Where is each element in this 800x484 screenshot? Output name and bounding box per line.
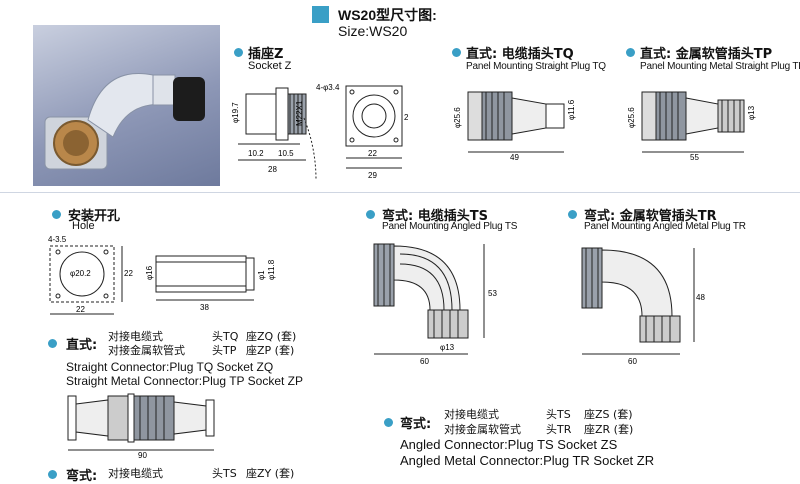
title-square-icon: [312, 6, 329, 23]
socket-dim-d6: 28: [268, 165, 277, 174]
angled-bullet-icon: [384, 418, 393, 427]
hole-dim-d2: φ20.2: [70, 269, 91, 278]
socket-title-en: Socket Z: [248, 60, 292, 72]
angled-label: 弯式:: [400, 417, 432, 432]
bottom-label: 弯式:: [66, 469, 98, 484]
hole-dim-d3: 22: [76, 305, 85, 314]
hole-dim-d4: 22: [124, 269, 133, 278]
straight-bullet-icon: [48, 339, 57, 348]
ts-bullet-icon: [366, 210, 375, 219]
angled-row2-socket: 座ZR (套): [584, 423, 634, 436]
ts-title-cn: 弯式: 电缆插头TS: [382, 209, 488, 224]
hole-bullet-icon: [52, 210, 61, 219]
straight-row1-plug: 头TQ: [212, 330, 239, 343]
bottom-row1-plug: 头TS: [212, 467, 237, 480]
straight-row1-type: 对接电缆式: [108, 330, 163, 343]
tq-bullet-icon: [452, 48, 461, 57]
hole-dim-d5: φ16: [145, 265, 154, 280]
assembly-drawing: 90: [67, 393, 215, 458]
tq-dim-d1: φ25.6: [453, 107, 462, 128]
hole-dim-d8: 38: [200, 303, 209, 312]
tr-dim-d1: 48: [696, 293, 705, 302]
tq-title-en: Panel Mounting Straight Plug TQ: [466, 61, 606, 72]
hole-title-en: Hole: [72, 220, 95, 232]
tp-drawing: φ25.6 φ13 55: [627, 91, 756, 162]
ts-dim-d1: 53: [488, 289, 497, 298]
straight-row1-socket: 座ZQ (套): [246, 330, 297, 343]
straight-row2-socket: 座ZP (套): [246, 344, 295, 357]
angled-row2-plug: 头TR: [546, 423, 572, 436]
angled-row2-type: 对接金属软管式: [444, 423, 521, 436]
tp-title-en: Panel Mounting Metal Straight Plug TP: [640, 61, 800, 72]
tr-drawing: 48 60: [581, 247, 705, 366]
socket-dim-d4: 10.2: [248, 149, 264, 158]
tr-bullet-icon: [568, 210, 577, 219]
socket-drawing: φ19.7 M22X1 10.2 10.5 28 4-φ3.4 22 29 22: [231, 83, 408, 181]
connector-photo-drawing: [44, 73, 205, 170]
tr-dim-d2: 60: [628, 357, 637, 366]
tr-title-cn: 弯式: 金属软管插头TR: [584, 209, 717, 224]
hole-dim-d6: φ11.8: [267, 259, 276, 280]
socket-dim-d1: 4-φ3.4: [316, 83, 340, 92]
socket-dim-d3: M22X1: [295, 100, 304, 126]
tq-drawing: φ25.6 φ11.6 49: [453, 91, 576, 162]
ts-dim-d2: φ13: [440, 343, 455, 352]
tq-dim-d2: φ11.6: [567, 99, 576, 120]
socket-dim-d9: 22: [404, 113, 408, 122]
straight-row2-type: 对接金属软管式: [108, 344, 185, 357]
angled-row1-plug: 头TS: [546, 408, 571, 421]
straight-en-line1: Straight Connector:Plug TQ Socket ZQ: [66, 360, 274, 374]
socket-dim-d8: 29: [368, 171, 377, 180]
bottom-bullet-icon: [48, 470, 57, 479]
tp-dim-d2: φ13: [747, 105, 756, 120]
assembly-dim-d1: 90: [138, 451, 147, 458]
section-divider: [0, 192, 800, 193]
bottom-row1-socket: 座ZY (套): [246, 467, 295, 480]
socket-title-cn: 插座Z: [248, 47, 284, 62]
hole-dim-d1: 4-3.5: [48, 235, 67, 244]
angled-row1-type: 对接电缆式: [444, 408, 499, 421]
angled-en-line1: Angled Connector:Plug TS Socket ZS: [400, 437, 618, 452]
socket-dim-d7: 22: [368, 149, 377, 158]
tp-dim-d1: φ25.6: [627, 107, 636, 128]
tq-title-cn: 直式: 电缆插头TQ: [466, 47, 574, 62]
bottom-row1-type: 对接电缆式: [108, 467, 163, 480]
socket-dim-d2: φ19.7: [231, 102, 240, 123]
tq-dim-d3: 49: [510, 153, 519, 162]
angled-row1-socket: 座ZS (套): [584, 408, 633, 421]
page-title-cn: WS20型尺寸图:: [338, 7, 437, 23]
hole-dim-d7: φ1: [257, 270, 266, 280]
ts-dim-d3: 60: [420, 357, 429, 366]
socket-bullet-icon: [234, 48, 243, 57]
tp-bullet-icon: [626, 48, 635, 57]
straight-row2-plug: 头TP: [212, 344, 237, 357]
page-title-en: Size:WS20: [338, 23, 408, 39]
ts-drawing: 53 φ13 60: [373, 243, 497, 366]
product-photo: [33, 25, 220, 186]
angled-en-line2: Angled Metal Connector:Plug TR Socket ZR: [400, 453, 655, 468]
hole-title-cn: 安装开孔: [68, 209, 121, 224]
straight-en-line2: Straight Metal Connector:Plug TP Socket …: [66, 374, 304, 388]
socket-dim-d5: 10.5: [278, 149, 294, 158]
hole-drawing: 4-3.5 φ20.2 22 22 φ16 φ11.8 φ1 38: [48, 235, 276, 315]
tp-dim-d3: 55: [690, 153, 699, 162]
tp-title-cn: 直式: 金属软管插头TP: [640, 47, 773, 62]
tr-title-en: Panel Mounting Angled Metal Plug TR: [584, 221, 746, 232]
ts-title-en: Panel Mounting Angled Plug TS: [382, 221, 518, 232]
straight-label: 直式:: [66, 338, 98, 353]
